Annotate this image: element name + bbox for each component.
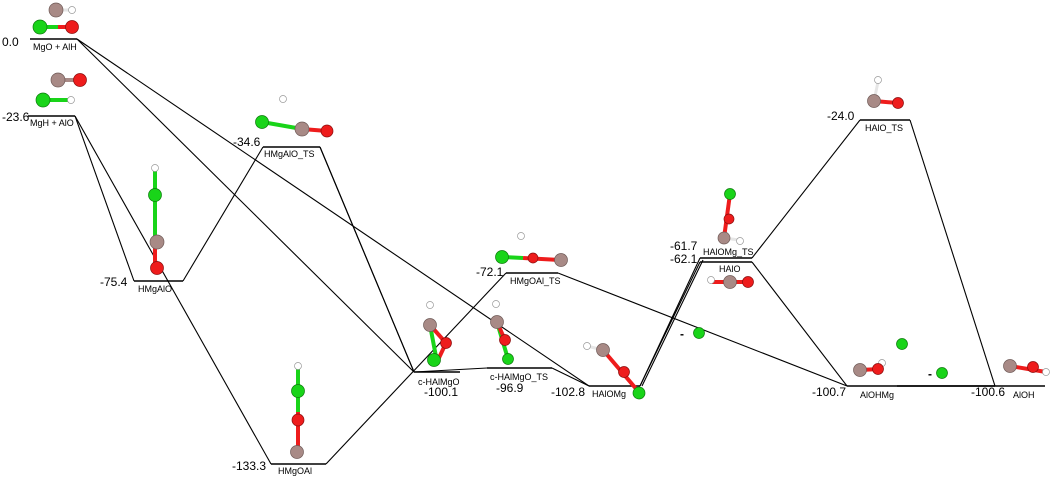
reaction-paths	[74, 38, 996, 465]
label-HMgAlO: HMgAlO	[138, 284, 172, 294]
label-HAlOMg_TS: HAlOMg_TS	[703, 247, 754, 257]
label-HAlO_TS: HAlO_TS	[865, 123, 903, 133]
label-AlOH: AlOH	[1013, 390, 1035, 400]
energy-HMgOAl: -133.3	[232, 459, 266, 473]
molecule-HAlO-with-Mg	[693, 275, 754, 339]
separator-dash-1: -	[680, 327, 684, 341]
label-HAlO: HAlO	[719, 264, 741, 274]
path-HAlOMg-to-HAlO-2	[641, 259, 704, 387]
molecule-HAlOMg_TS	[717, 188, 744, 245]
label-MgH_AlO: MgH + AlO	[30, 118, 74, 128]
path-HAlOMg-to-HAlO	[639, 261, 701, 387]
molecule-HAlOMg	[583, 342, 646, 400]
energy-c_HAlMgO: -100.1	[424, 385, 458, 399]
energy-HMgAlO: -75.4	[100, 275, 128, 289]
molecule-HMgAlO_TS	[255, 95, 334, 138]
energy-HAlOMg_TS: -61.7	[670, 239, 698, 253]
energy-AlOHMg: -100.7	[812, 385, 846, 399]
energy-values: 0.0 -23.6 -75.4 -34.6 -133.3 -100.1 -96.…	[2, 35, 1005, 473]
molecule-AlOH-with-Mg	[936, 359, 1050, 379]
molecule-MgO_AlH	[32, 2, 79, 35]
molecule-AlOHMg	[853, 338, 908, 377]
molecule-c_HAlMgO	[423, 301, 452, 367]
species-labels: MgO + AlH MgH + AlO HMgAlO HMgAlO_TS HMg…	[30, 42, 1035, 476]
energy-MgO_AlH: 0.0	[2, 35, 19, 49]
energy-HAlO_TS: -24.0	[827, 109, 855, 123]
molecule-c_HAlMgO_TS	[490, 300, 514, 365]
label-HMgAlO_TS: HMgAlO_TS	[264, 149, 315, 159]
path-MgH_AlO-to-HMgAlO	[74, 115, 135, 282]
label-HMgOAl_TS: HMgOAl_TS	[510, 276, 561, 286]
energy-MgH_AlO: -23.6	[2, 110, 30, 124]
energy-AlOH: -100.6	[971, 385, 1005, 399]
molecule-HMgOAl	[290, 362, 305, 459]
path-HMgOAl-to-HMgOAl_TS	[325, 272, 507, 465]
path-HMgAlO-to-HMgAlO_TS	[182, 146, 264, 282]
label-c_HAlMgO_TS: c-HAlMgO_TS	[490, 372, 548, 382]
separator-dash-2: -	[928, 367, 932, 381]
path-MgH_AlO-to-HMgOAl	[74, 115, 272, 465]
path-HAlO_TS-to-AlOH	[909, 119, 996, 387]
label-c_HAlMgO: c-HAlMgO	[418, 377, 460, 387]
molecule-HMgOAl_TS	[495, 232, 568, 267]
energy-HMgOAl_TS: -72.1	[476, 265, 504, 279]
energy-HAlOMg: -102.8	[551, 385, 585, 399]
energy-HAlO: -62.1	[670, 252, 698, 266]
label-AlOHMg: AlOHMg	[860, 390, 894, 400]
path-c_HAlMgO_TS-to-HAlOMg	[551, 367, 590, 387]
path-MgO_AlH-to-c_HAlMgO	[76, 38, 415, 373]
molecule-HAlO_TS	[867, 76, 904, 109]
path-HAlOMg_TS-to-HAlO_TS	[751, 119, 861, 259]
label-HAlOMg: HAlOMg	[592, 389, 626, 399]
label-MgO_AlH: MgO + AlH	[33, 42, 77, 52]
path-HMgAlO_TS-to-c_HAlMgO-2	[319, 146, 415, 373]
energy-c_HAlMgO_TS: -96.9	[496, 381, 524, 395]
path-MgO_AlH-to-HAlOMg	[76, 38, 590, 387]
molecule-MgH_AlO	[35, 72, 87, 108]
path-HAlO-to-AlOHMg	[751, 261, 848, 387]
energy-HMgAlO_TS: -34.6	[233, 135, 261, 149]
energy-levels	[28, 38, 1045, 465]
molecule-HMgAlO	[148, 164, 165, 275]
label-HMgOAl: HMgOAl	[278, 466, 312, 476]
